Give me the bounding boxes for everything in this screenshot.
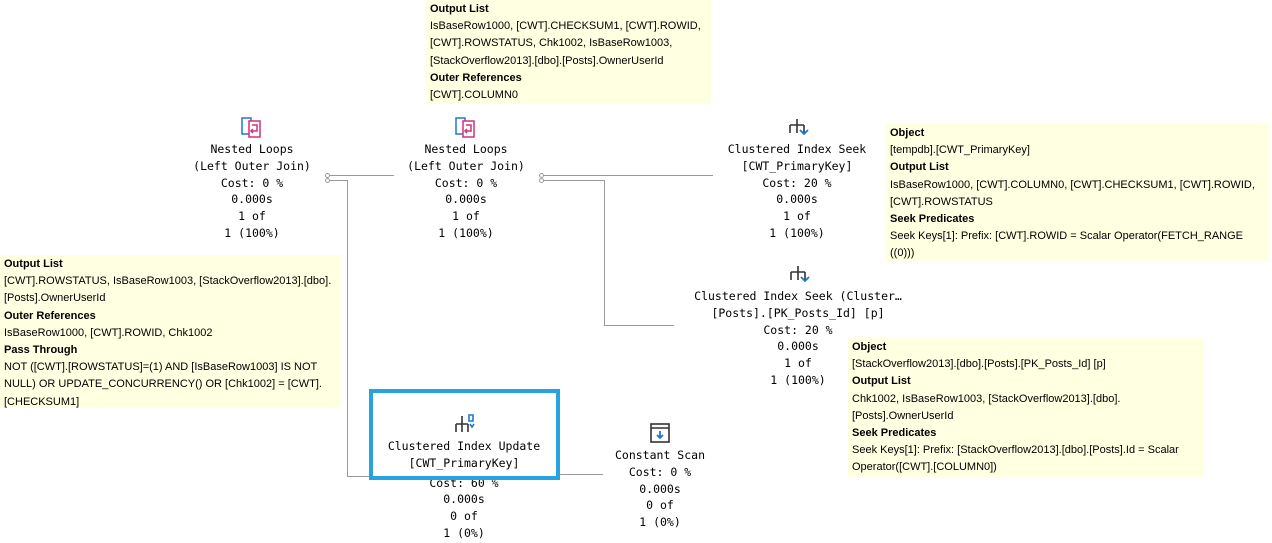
operator-detail: [CWT_PrimaryKey] [741,158,853,173]
tooltip-heading: Object [890,127,925,139]
connector-joint [539,178,544,183]
tooltip-heading: Output List [852,375,911,388]
operator-time: 0.000s [639,481,681,496]
operator-rows: 1 of [452,209,480,224]
connector [604,180,605,326]
tooltip-text: NOT ([CWT].[ROWSTATUS]=(1) AND [IsBaseRo… [4,361,318,374]
operator-name: Nested Loops [210,142,294,156]
selected-operator-highlight [369,389,560,480]
operator-time: 0.000s [231,192,273,207]
operator-cost: Cost: 0 % [434,175,498,190]
connector [604,325,674,326]
clustered-index-update-icon [455,414,475,432]
constant-scan-icon [650,423,670,443]
connector [558,474,603,475]
tooltip-heading: Seek Predicates [852,427,937,440]
operator-detail: [CWT_PrimaryKey] [408,455,520,470]
clustered-index-seek-node-2[interactable]: Clustered Index Seek (Cluster… [Posts].[… [674,262,922,389]
tooltip-text: ((0))) [890,247,915,260]
operator-rows: 1 of [783,209,811,224]
connector-joint [325,178,330,183]
operator-rows: 1 of [238,209,266,224]
tooltip-heading: Output List [890,161,949,174]
tooltip-text: [CWT].ROWSTATUS, IsBaseRow1003, [StackOv… [4,275,332,288]
operator-rows: 0 of [646,498,674,513]
operator-name: Nested Loops [424,142,508,156]
clustered-index-seek-1-properties-tooltip: Object [tempdb].[CWT_PrimaryKey] Output … [886,124,1270,262]
nested-loops-icon [455,117,475,138]
nested-loops-node-1[interactable]: Nested Loops (Left Outer Join) Cost: 0 %… [180,115,324,242]
operator-rows-pct: 1 (100%) [769,225,825,240]
operator-time: 0.000s [443,492,485,507]
operator-cost: Cost: 20 % [762,175,832,190]
operator-rows-pct: 1 (0%) [443,525,485,540]
tooltip-text: [CWT].COLUMN0 [430,89,518,102]
tooltip-text: [CWT].ROWSTATUS, Chk1002, IsBaseRow1003, [430,37,673,50]
constant-scan-node[interactable]: Constant Scan Cost: 0 % 0.000s 0 of 1 (0… [600,421,720,531]
tooltip-text: [CWT].ROWSTATUS [890,195,993,208]
connector [347,180,348,477]
tooltip-text: [StackOverflow2013].[dbo].[Posts].[PK_Po… [852,358,1106,371]
tooltip-text: Seek Keys[1]: Prefix: [CWT].ROWID = Scal… [890,230,1243,243]
connector [347,476,372,477]
operator-rows-pct: 1 (0%) [639,515,681,530]
nested-loops-node-2[interactable]: Nested Loops (Left Outer Join) Cost: 0 %… [394,115,538,242]
operator-name: Constant Scan [614,448,705,462]
tooltip-heading: Outer References [430,71,522,84]
tooltip-text: [StackOverflow2013].[dbo].[Posts].OwnerU… [430,54,664,67]
operator-name: Clustered Index Seek (Cluster… [694,289,902,303]
tooltip-text: [tempdb].[CWT_PrimaryKey] [890,144,1030,157]
nested-loops-icon [241,117,261,138]
tooltip-text: Operator([CWT].[COLUMN0]) [852,461,997,474]
tooltip-text: IsBaseRow1000, [CWT].CHECKSUM1, [CWT].RO… [430,20,701,33]
operator-time: 0.000s [776,192,818,207]
connector [327,175,394,176]
operator-name: Clustered Index Seek [727,142,867,156]
operator-time: 0.000s [777,339,819,354]
tooltip-text: IsBaseRow1000, [CWT].ROWID, Chk1002 [4,326,213,339]
tooltip-heading: Object [852,341,887,353]
clustered-index-seek-node-1[interactable]: Clustered Index Seek [CWT_PrimaryKey] Co… [712,115,882,242]
tooltip-heading: Outer References [4,309,96,322]
tooltip-heading: Output List [430,3,489,15]
clustered-index-seek-icon [790,266,810,283]
connector [541,175,713,176]
connector [543,180,604,181]
tooltip-heading: Seek Predicates [890,213,975,226]
tooltip-text: [Posts].OwnerUserId [852,409,954,422]
operator-rows-pct: 1 (100%) [224,225,280,240]
tooltip-heading: Pass Through [4,344,78,357]
operator-rows-pct: 1 (100%) [438,225,494,240]
operator-cost: Cost: 0 % [220,175,284,190]
operator-rows-pct: 1 (100%) [770,372,826,387]
clustered-index-update-node[interactable]: Clustered Index Update [CWT_PrimaryKey] … [372,412,556,542]
operator-rows: 1 of [784,356,812,371]
operator-name: Clustered Index Update [387,439,541,453]
connector-joint [539,173,544,178]
tooltip-text: IsBaseRow1000, [CWT].COLUMN0, [CWT].CHEC… [890,178,1255,191]
clustered-index-seek-icon [789,119,809,136]
operator-detail: (Left Outer Join) [193,158,311,173]
tooltip-text: [CHECKSUM1] [4,395,80,408]
operator-cost: Cost: 0 % [628,464,692,479]
tooltip-text: NULL) OR UPDATE_CONCURRENCY() OR [Chk100… [4,378,322,391]
clustered-index-seek-2-properties-tooltip: Object [StackOverflow2013].[dbo].[Posts]… [848,338,1204,478]
nested-loops-2-properties-tooltip: Output List IsBaseRow1000, [CWT].CHECKSU… [426,0,711,104]
tooltip-text: Chk1002, IsBaseRow1003, [StackOverflow20… [852,392,1121,405]
operator-time: 0.000s [445,192,487,207]
nested-loops-1-properties-tooltip: Output List [CWT].ROWSTATUS, IsBaseRow10… [0,255,342,408]
tooltip-heading: Output List [4,258,63,270]
operator-cost: Cost: 20 % [763,322,833,337]
tooltip-text: Seek Keys[1]: Prefix: [StackOverflow2013… [852,444,1179,457]
operator-detail: [Posts].[PK_Posts_Id] [p] [711,305,885,320]
tooltip-text: [Posts].OwnerUserId [4,292,106,305]
operator-detail: (Left Outer Join) [407,158,525,173]
connector-joint [325,173,330,178]
operator-rows: 0 of [450,509,478,524]
connector [330,180,347,181]
